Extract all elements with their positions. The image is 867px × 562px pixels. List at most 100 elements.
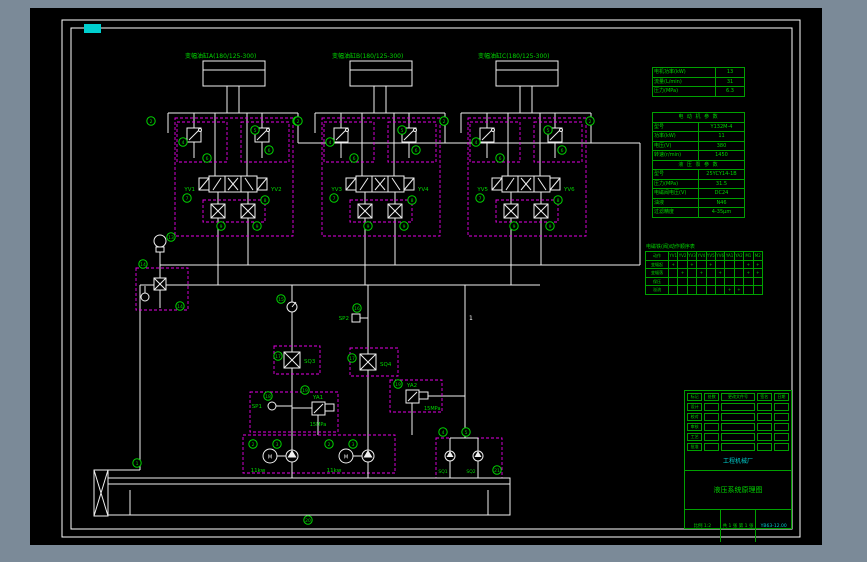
part-number-circle xyxy=(132,458,142,468)
cylinder-title: 变幅油缸A(180/125-300) xyxy=(185,52,256,60)
part-number-circle xyxy=(363,221,373,231)
filter-hatch xyxy=(93,469,109,517)
solenoid-stroke xyxy=(403,177,415,191)
part-number-circle xyxy=(399,221,409,231)
part-number-circle xyxy=(216,221,226,231)
action-table-cell xyxy=(724,276,735,287)
tech-table-label: 功率(kW) xyxy=(652,131,699,142)
part-number: 21 xyxy=(494,468,500,474)
part-number-circle xyxy=(397,125,407,135)
part-number-circle xyxy=(393,379,403,389)
action-table-title: 电磁铁(阀)动作顺序表 xyxy=(646,244,695,250)
subvalve-boundary xyxy=(176,121,228,163)
valve-cross xyxy=(357,203,373,219)
motor-power-label: 11kw xyxy=(327,468,342,474)
subvalve-boundary xyxy=(387,121,437,163)
action-table-cell: + xyxy=(724,285,735,295)
solenoid-label: YV3 xyxy=(330,187,342,193)
pump-table-label: 电机功率(kW) xyxy=(652,67,716,78)
part-number-circle xyxy=(553,195,563,205)
tech-table-value: Y132M-4 xyxy=(698,121,745,132)
pressure-switch-label: SP2 xyxy=(339,316,349,322)
signature-cell xyxy=(773,403,789,411)
part-number: 20 xyxy=(305,518,311,524)
part-number: 3 xyxy=(352,442,355,448)
accumulator-boundary xyxy=(135,267,189,311)
part-number: 6 xyxy=(353,156,356,162)
solenoid-stroke xyxy=(198,177,210,191)
valve-arrow xyxy=(537,177,547,191)
action-table-cell: + xyxy=(752,259,764,270)
part-number: 2 xyxy=(252,442,255,448)
part-number: 9 xyxy=(403,224,406,230)
action-table-cell: + xyxy=(705,259,716,270)
tech-table-header: 电 动 机 参 数 xyxy=(652,112,745,123)
action-table-cell xyxy=(677,259,688,270)
aux-label: SQ2 xyxy=(466,469,475,475)
accumulator-port xyxy=(155,246,165,253)
part-number: 6 xyxy=(415,148,418,154)
suction-filter xyxy=(93,469,109,517)
part-number: 5 xyxy=(254,128,257,134)
tech-table-label: 转速(r/min) xyxy=(652,150,699,161)
part-number-circle xyxy=(439,116,449,126)
signature-cell: 工艺 xyxy=(687,433,703,441)
pump-table-value: 6.3 xyxy=(715,86,745,97)
gauge xyxy=(140,292,150,302)
pump-table-label: 流量(L/min) xyxy=(652,76,716,87)
part-number: 6 xyxy=(268,148,271,154)
part-number-circle xyxy=(348,439,358,449)
part-number-circle xyxy=(325,137,335,147)
action-table-cell xyxy=(686,276,698,287)
signature-cell: 校对 xyxy=(687,413,703,421)
valve-arrow xyxy=(520,177,532,191)
solenoid-stroke xyxy=(256,177,268,191)
part-number: 1 xyxy=(136,461,139,467)
signature-cell xyxy=(721,423,755,431)
gauge-needle xyxy=(291,301,297,308)
action-table-cell xyxy=(667,285,679,295)
action-table-cell: + xyxy=(743,268,754,278)
valve-arrow xyxy=(188,129,200,141)
valve-cross xyxy=(153,277,167,291)
sq3-boundary xyxy=(273,345,321,375)
solenoid-label: YV6 xyxy=(563,187,575,193)
action-table-header: YV6 xyxy=(714,251,726,261)
part-number-circle xyxy=(293,116,303,126)
signature-cell: 更改文件号 xyxy=(721,393,755,401)
accumulator xyxy=(153,234,167,248)
action-table-cell: 变幅落 xyxy=(645,268,669,278)
action-table-cell: + xyxy=(743,259,754,270)
part-number: 5 xyxy=(465,430,468,436)
solenoid-label: YV4 xyxy=(417,187,429,193)
tech-table-label: 电压(V) xyxy=(652,140,699,151)
solenoid-stroke xyxy=(491,177,503,191)
valve-arrow xyxy=(227,177,239,191)
part-number-circle xyxy=(438,427,448,437)
motor-letter: M xyxy=(344,455,348,461)
subvalve-boundary xyxy=(349,199,413,223)
part-number-circle xyxy=(263,391,273,401)
action-table-cell xyxy=(696,285,707,295)
action-table-cell xyxy=(696,276,707,287)
part-number-circle xyxy=(146,116,156,126)
tech-table-label: 油液 xyxy=(652,197,699,208)
valve-arrow xyxy=(391,177,401,191)
ya1-label: YA1 xyxy=(312,395,323,401)
part-number: 8 xyxy=(557,198,560,204)
cylinder-body xyxy=(495,60,559,87)
part-number: 6 xyxy=(206,156,209,162)
action-table-cell: + xyxy=(696,268,707,278)
part-number: 5 xyxy=(401,128,404,134)
signature-cell xyxy=(721,403,755,411)
pump-table-value: 31 xyxy=(715,76,745,87)
pressure-switch xyxy=(351,313,361,323)
action-table-cell: + xyxy=(733,285,745,295)
part-number-circle xyxy=(352,303,362,313)
aux-label: SQ1 xyxy=(438,469,447,475)
action-table-header: YA2 xyxy=(733,251,745,261)
signature-cell xyxy=(773,413,789,421)
part-number: 19 xyxy=(395,382,401,388)
